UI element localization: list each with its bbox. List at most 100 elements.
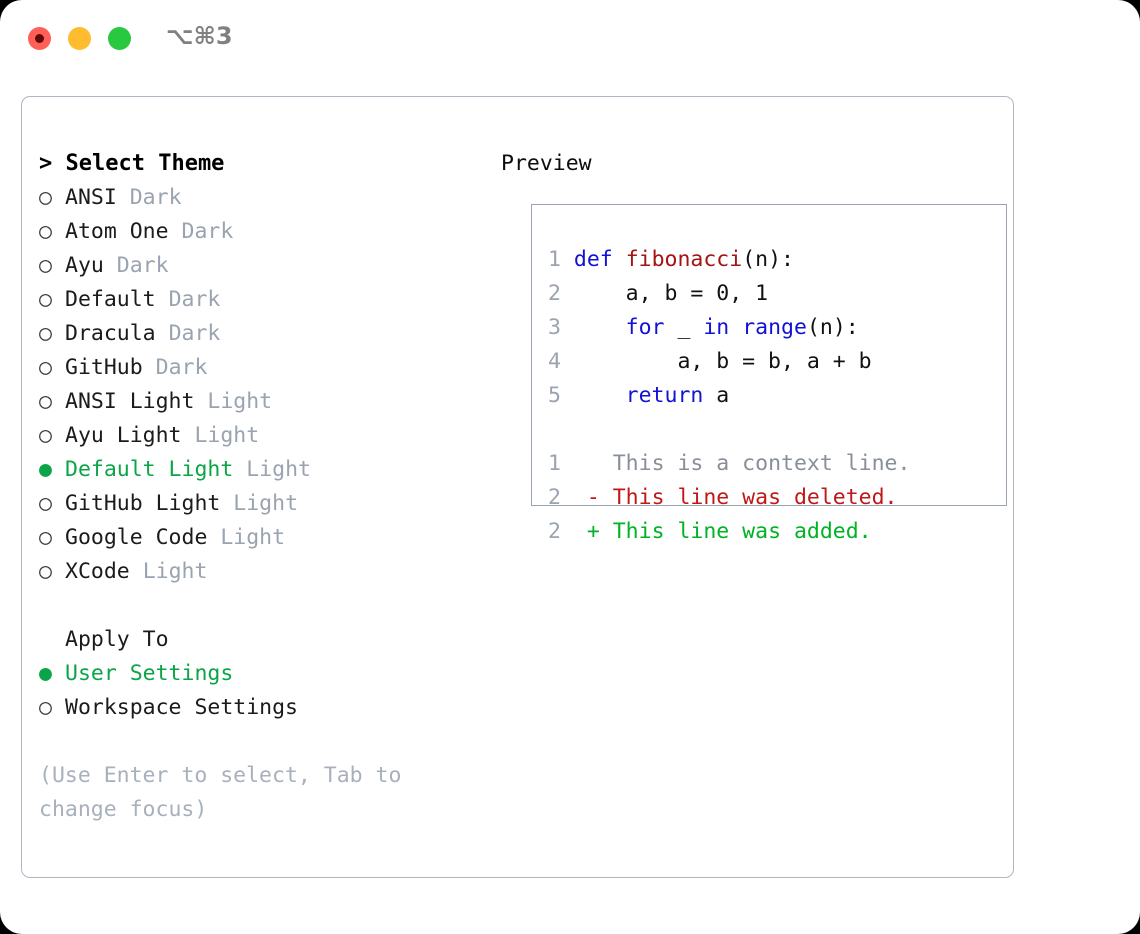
keyboard-shortcut-label: ⌥⌘3 — [166, 22, 233, 50]
theme-list-item[interactable]: ○GitHub Light Light — [39, 487, 489, 521]
theme-list-item[interactable]: ○Dracula Dark — [39, 317, 489, 351]
diff-text: This line was deleted. — [612, 485, 898, 510]
line-number: 2 — [548, 485, 574, 510]
maximize-button[interactable] — [108, 27, 131, 50]
theme-list-item[interactable]: ○ ANSI Dark — [39, 181, 489, 215]
spacer — [143, 355, 156, 380]
minimize-button[interactable] — [68, 27, 91, 50]
indent — [574, 315, 626, 340]
code-token: a, b = b, a + b — [677, 349, 872, 374]
radio-selected-icon: ● — [39, 661, 52, 686]
code-token: def — [573, 247, 613, 272]
code-token: a, b = 0, 1 — [625, 281, 769, 306]
theme-name: Ayu — [65, 253, 104, 278]
spacer — [220, 491, 233, 516]
line-number: 2 — [548, 519, 574, 544]
code-token — [613, 247, 626, 272]
theme-name: Default — [65, 287, 156, 312]
theme-name: GitHub — [65, 355, 143, 380]
radio-unselected-icon: ○ — [39, 389, 52, 414]
theme-name: XCode — [65, 559, 130, 584]
apply-to-option[interactable]: ○Workspace Settings — [39, 691, 489, 725]
theme-list-item[interactable]: ○ANSI Light Light — [39, 385, 489, 419]
theme-list-item[interactable]: ○XCode Light — [39, 555, 489, 589]
theme-list[interactable]: ○ ANSI Dark ○ Atom One Dark ○ Ayu Dark ○ Defaul… — [39, 181, 489, 589]
indent — [574, 281, 626, 306]
spacer — [182, 423, 195, 448]
diff-text: This is a context line. — [612, 451, 911, 476]
theme-list-item[interactable]: ○ Atom One Dark — [39, 215, 489, 249]
keyboard-hint-text: (Use Enter to select, Tab to change focu… — [39, 763, 415, 822]
code-token: fibonacci — [625, 247, 743, 272]
radio-unselected-icon: ○ — [39, 253, 52, 278]
spacer — [104, 253, 117, 278]
radio-unselected-icon: ○ — [39, 491, 52, 516]
theme-list-item[interactable]: ○ Ayu Dark — [39, 249, 489, 283]
spacer — [156, 287, 169, 312]
spacer — [169, 219, 182, 244]
theme-list-item[interactable]: ○Google Code Light — [39, 521, 489, 555]
code-token: a — [703, 383, 730, 408]
theme-name: ANSI — [65, 185, 117, 210]
code-token: _ — [664, 315, 704, 340]
code-token: in — [703, 315, 730, 340]
apply-to-list[interactable]: ● User Settings ○Workspace Settings — [39, 657, 489, 725]
theme-variant-tag: Dark — [155, 355, 208, 380]
line-number: 2 — [548, 281, 574, 306]
line-number: 5 — [548, 383, 574, 408]
radio-unselected-icon: ○ — [39, 287, 52, 312]
theme-variant-tag: Dark — [116, 253, 169, 278]
radio-unselected-icon: ○ — [39, 321, 52, 346]
theme-name: Atom One — [65, 219, 169, 244]
theme-variant-tag: Dark — [129, 185, 182, 210]
radio-unselected-icon: ○ — [39, 355, 52, 380]
theme-variant-tag: Light — [142, 559, 208, 584]
radio-unselected-icon: ○ — [39, 185, 52, 210]
select-theme-header: > Select Theme — [39, 151, 225, 176]
apply-to-header: Apply To — [65, 627, 169, 652]
line-number: 4 — [548, 349, 574, 374]
diff-text: This line was added. — [612, 519, 872, 544]
code-line: 3 for _ in range(n): — [548, 311, 910, 345]
recording-indicator-icon — [35, 34, 44, 43]
code-token: (n): — [806, 315, 859, 340]
theme-list-item[interactable]: ○ Default Dark — [39, 283, 489, 317]
theme-variant-tag: Dark — [181, 219, 234, 244]
diff-line: 2 - This line was deleted. — [548, 481, 910, 515]
code-token: return — [625, 383, 704, 408]
theme-name: Ayu Light — [65, 423, 182, 448]
section-spacer — [39, 589, 489, 623]
code-token: for — [625, 315, 665, 340]
indent — [574, 383, 626, 408]
code-diff-separator — [548, 413, 910, 447]
theme-variant-tag: Dark — [168, 287, 221, 312]
title-bar: ⌥⌘3 — [0, 0, 1140, 78]
diff-line: 2 + This line was added. — [548, 515, 910, 549]
code-line: 4 a, b = b, a + b — [548, 345, 910, 379]
code-line: 5 return a — [548, 379, 910, 413]
radio-unselected-icon: ○ — [39, 219, 52, 244]
spacer — [156, 321, 169, 346]
preview-title: Preview — [501, 151, 592, 176]
theme-name: GitHub Light — [65, 491, 221, 516]
main-panel: > Select Theme ○ANSI Dark○Atom One Dark○… — [21, 96, 1014, 878]
code-line: 1 def fibonacci(n): — [548, 243, 910, 277]
line-number: 1 — [548, 247, 574, 272]
diff-marker — [574, 451, 613, 476]
code-token — [729, 315, 742, 340]
theme-variant-tag: Light — [246, 457, 311, 482]
spacer — [117, 185, 130, 210]
code-token: range — [742, 315, 807, 340]
radio-selected-icon: ● — [39, 457, 52, 482]
diff-line: 1 This is a context line. — [548, 447, 910, 481]
apply-to-label: User Settings — [65, 661, 234, 686]
diff-marker: + — [573, 519, 613, 544]
line-number: 3 — [548, 315, 574, 340]
theme-list-item[interactable]: ●Default Light Light — [39, 453, 489, 487]
apply-to-option[interactable]: ● User Settings — [39, 657, 489, 691]
theme-variant-tag: Light — [207, 389, 273, 414]
theme-list-item[interactable]: ○Ayu Light Light — [39, 419, 489, 453]
theme-list-item[interactable]: ○ GitHub Dark — [39, 351, 489, 385]
